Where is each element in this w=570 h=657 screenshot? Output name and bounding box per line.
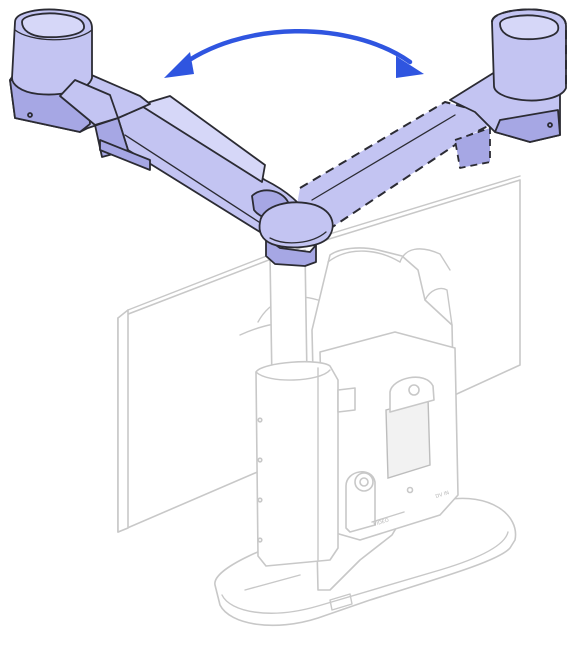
dv-port-label: DV IN bbox=[435, 490, 450, 500]
support-column bbox=[255, 249, 356, 567]
arrow-head-right bbox=[396, 56, 424, 78]
swing-direction-arrow bbox=[164, 28, 424, 78]
arm-central-hub bbox=[258, 201, 334, 267]
left-camera-housing bbox=[9, 8, 151, 133]
right-camera-housing bbox=[449, 8, 567, 143]
arrow-head-left bbox=[164, 52, 194, 78]
arrow-arc bbox=[175, 28, 413, 71]
video-connector-label: VIDEO bbox=[373, 518, 390, 528]
docking-unit: VIDEO DV IN bbox=[319, 331, 459, 541]
